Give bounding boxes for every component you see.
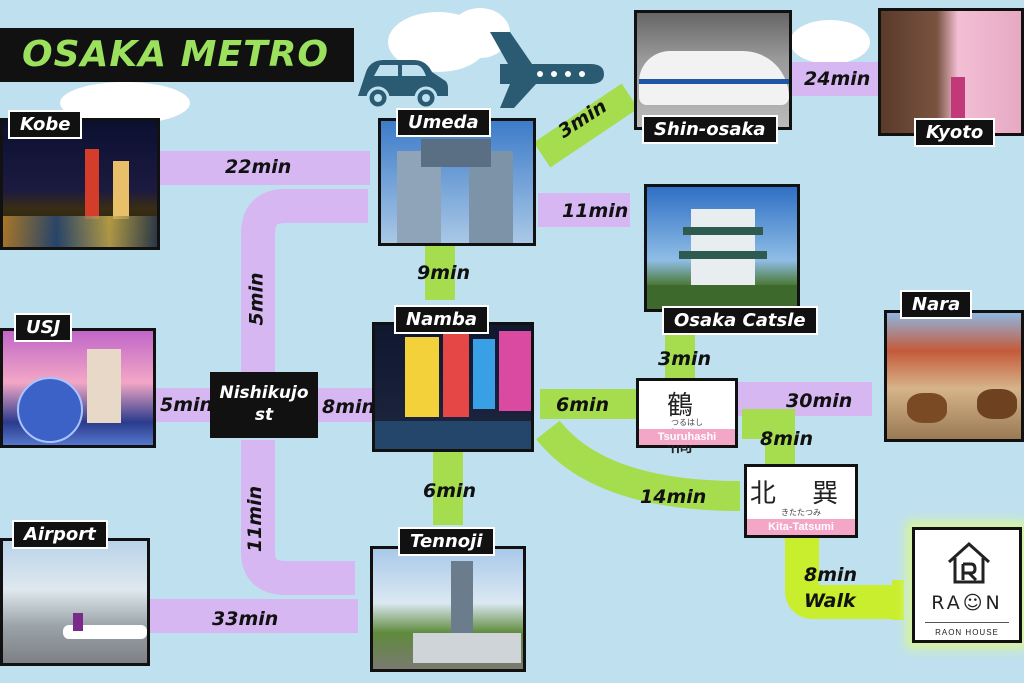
- kitatatsumi-sign: 北 巽 きたたつみ Kita-Tatsumi: [744, 464, 858, 538]
- title-banner: [0, 28, 354, 82]
- time-umeda-nishikujo: 5min: [245, 272, 268, 326]
- time-usj-nishikujo: 5min: [160, 394, 214, 416]
- station-nishikujo-line1: Nishikujo: [219, 383, 309, 403]
- time-tsuruhashi-nara: 30min: [786, 390, 853, 412]
- tsuruhashi-romaji: Tsuruhashi: [639, 429, 735, 445]
- station-label-tennoji: Tennoji: [398, 527, 495, 556]
- station-label-nara: Nara: [900, 290, 973, 319]
- time-namba-tennoji: 6min: [423, 480, 477, 502]
- station-label-shin-osaka: Shin-osaka: [642, 115, 778, 144]
- shin-osaka-photo: [634, 10, 792, 130]
- time-namba-kitatatsumi: 14min: [640, 486, 707, 508]
- time-tsuruhashi-kitatatsumi: 8min: [760, 428, 814, 450]
- time-castle-tsuruhashi: 3min: [658, 348, 712, 370]
- time-shinosaka-kyoto: 24min: [804, 68, 871, 90]
- kyoto-photo: [878, 8, 1024, 136]
- time-airport-tennoji: 33min: [212, 608, 279, 630]
- osaka-castle-photo: [644, 184, 800, 312]
- umeda-photo: [378, 118, 536, 246]
- airplane-icon: [490, 32, 604, 108]
- walk-time: 8min: [804, 564, 858, 586]
- time-nishikujo-namba: 8min: [322, 396, 376, 418]
- car-icon: [358, 60, 448, 110]
- namba-photo: [372, 322, 534, 452]
- tsuruhashi-kana: つるはし: [671, 418, 703, 427]
- kobe-photo: [0, 118, 160, 250]
- walk-label: Walk: [804, 590, 856, 612]
- time-nishikujo-tennoji: 11min: [244, 485, 267, 553]
- time-namba-tsuruhashi: 6min: [556, 394, 610, 416]
- station-label-umeda: Umeda: [396, 108, 491, 137]
- time-umeda-castle: 11min: [562, 200, 629, 222]
- kitatatsumi-romaji: Kita-Tatsumi: [747, 519, 855, 535]
- map-title: OSAKA METRO: [22, 34, 329, 75]
- house-icon: [947, 541, 991, 584]
- tennoji-photo: [370, 546, 526, 672]
- kitatatsumi-kanji: 北 巽: [749, 479, 853, 509]
- raon-house-logo: RA☺N RAON HOUSE: [912, 527, 1022, 643]
- nara-photo: [884, 310, 1024, 442]
- airport-photo: [0, 538, 150, 666]
- station-label-airport: Airport: [12, 520, 108, 549]
- station-label-namba: Namba: [394, 305, 489, 334]
- station-label-kyoto: Kyoto: [914, 118, 996, 147]
- raon-divider: [925, 622, 1009, 623]
- kitatatsumi-kana: きたたつみ: [781, 508, 821, 517]
- usj-photo: [0, 328, 156, 448]
- tsuruhashi-sign: 鶴 橋 つるはし Tsuruhashi: [636, 378, 738, 458]
- station-nishikujo: Nishikujo st: [210, 372, 318, 438]
- raon-brand: RA☺N: [931, 592, 1003, 614]
- time-umeda-namba: 9min: [417, 262, 471, 284]
- raon-subtitle: RAON HOUSE: [935, 628, 999, 637]
- station-label-usj: USJ: [14, 313, 73, 342]
- station-nishikujo-line2: st: [254, 405, 274, 425]
- station-label-kobe: Kobe: [8, 110, 83, 139]
- station-label-osaka-castle: Osaka Catsle: [662, 306, 818, 335]
- cloud: [790, 20, 870, 64]
- time-kobe-umeda: 22min: [225, 156, 292, 178]
